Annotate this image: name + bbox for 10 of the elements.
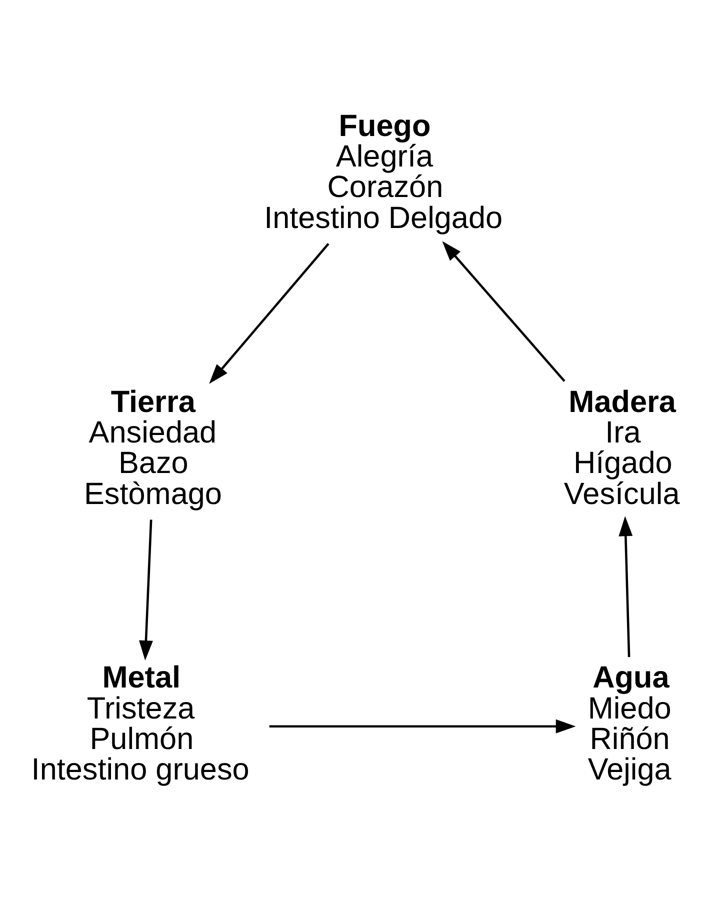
arrow [442, 241, 566, 382]
node-text: Agua Miedo Riñón Vejiga [588, 660, 672, 787]
node-text: Madera Ira Hígado Vesícula [564, 384, 680, 511]
node-text: Tierra Ansiedad Bazo Estòmago [84, 384, 222, 511]
arrow [618, 516, 633, 658]
node-text: Fuego Alegría Corazón Intestino Delgado [264, 108, 503, 235]
arrow [269, 719, 576, 734]
arrow [209, 243, 330, 384]
node-text: Metal Tristeza Pulmón Intestino grueso [31, 660, 250, 787]
arrow [139, 520, 153, 661]
